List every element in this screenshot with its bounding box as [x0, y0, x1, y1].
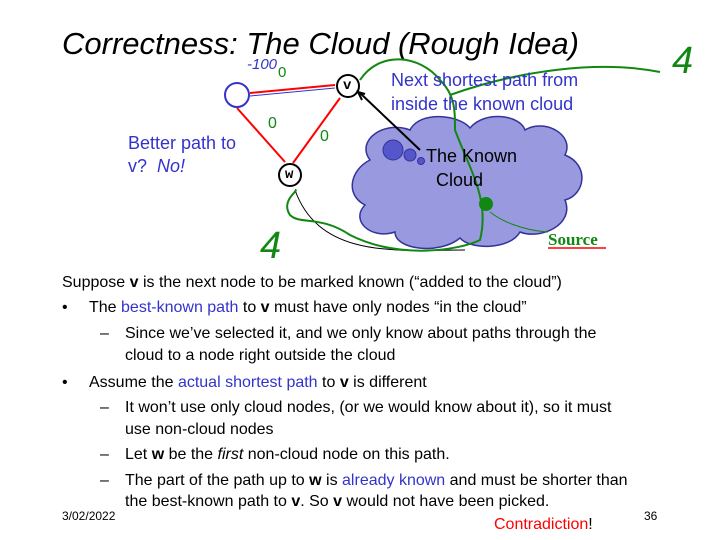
footer-date: 3/02/2022: [62, 509, 116, 523]
source-label: Source: [548, 230, 598, 249]
annotation-0-top: 0: [278, 64, 287, 81]
annotation-4-top: 4: [672, 40, 694, 82]
sub-2-3-marker: –: [100, 472, 109, 489]
sub-1-1-line2: cloud to a node right outside the cloud: [125, 347, 396, 364]
sub-2-1-marker: –: [100, 399, 109, 416]
sub-2-3-line1: The part of the path up to w is already …: [125, 472, 628, 489]
cloud-label-line2: Cloud: [436, 170, 484, 190]
cloud-node-2: [403, 148, 417, 162]
cloud-label-line1: The Known: [426, 146, 518, 166]
node-v-label: v: [343, 78, 352, 94]
next-path-note-line1: Next shortest path from: [391, 70, 579, 90]
sub-1-1-marker: –: [100, 325, 109, 342]
annotation-4-bottom: 4: [260, 225, 282, 267]
better-path-question: v?: [128, 156, 148, 176]
node-w-label: w: [285, 167, 294, 183]
bullet-2-marker: •: [62, 374, 68, 391]
bullet-1: The best-known path to v must have only …: [89, 299, 527, 316]
better-path-note-line1: Better path to: [128, 133, 237, 153]
blue-node: [224, 82, 250, 108]
better-path-answer: No!: [157, 156, 186, 176]
contradiction-text: Contradiction!: [494, 516, 593, 533]
next-path-note-line2: inside the known cloud: [391, 94, 574, 114]
sub-2-1-line1: It won’t use only cloud nodes, (or we wo…: [125, 399, 612, 416]
sub-2-1-line2: use non-cloud nodes: [125, 421, 274, 438]
sub-2-2-marker: –: [100, 446, 109, 463]
bullet-2: Assume the actual shortest path to v is …: [89, 374, 427, 391]
annotation-0-left: 0: [268, 115, 277, 132]
annotation-minus-100: -100: [247, 56, 278, 73]
annotation-0-right: 0: [320, 128, 329, 145]
page-number: 36: [644, 509, 658, 523]
sub-2-3-line2: the best-known path to v. So v would not…: [125, 493, 550, 510]
sub-2-2: Let w be the first non-cloud node on thi…: [125, 446, 450, 463]
sub-1-1-line1: Since we’ve selected it, and we only kno…: [125, 325, 597, 342]
slide-title: Correctness: The Cloud (Rough Idea): [62, 26, 579, 61]
cloud-node-1: [382, 139, 404, 161]
bullet-1-marker: •: [62, 299, 68, 316]
node-w-circle: [278, 163, 302, 187]
intro-text: Suppose v is the next node to be marked …: [62, 274, 562, 291]
better-path-note-line2: v? No!: [128, 155, 185, 178]
cloud-node-3: [417, 157, 425, 165]
